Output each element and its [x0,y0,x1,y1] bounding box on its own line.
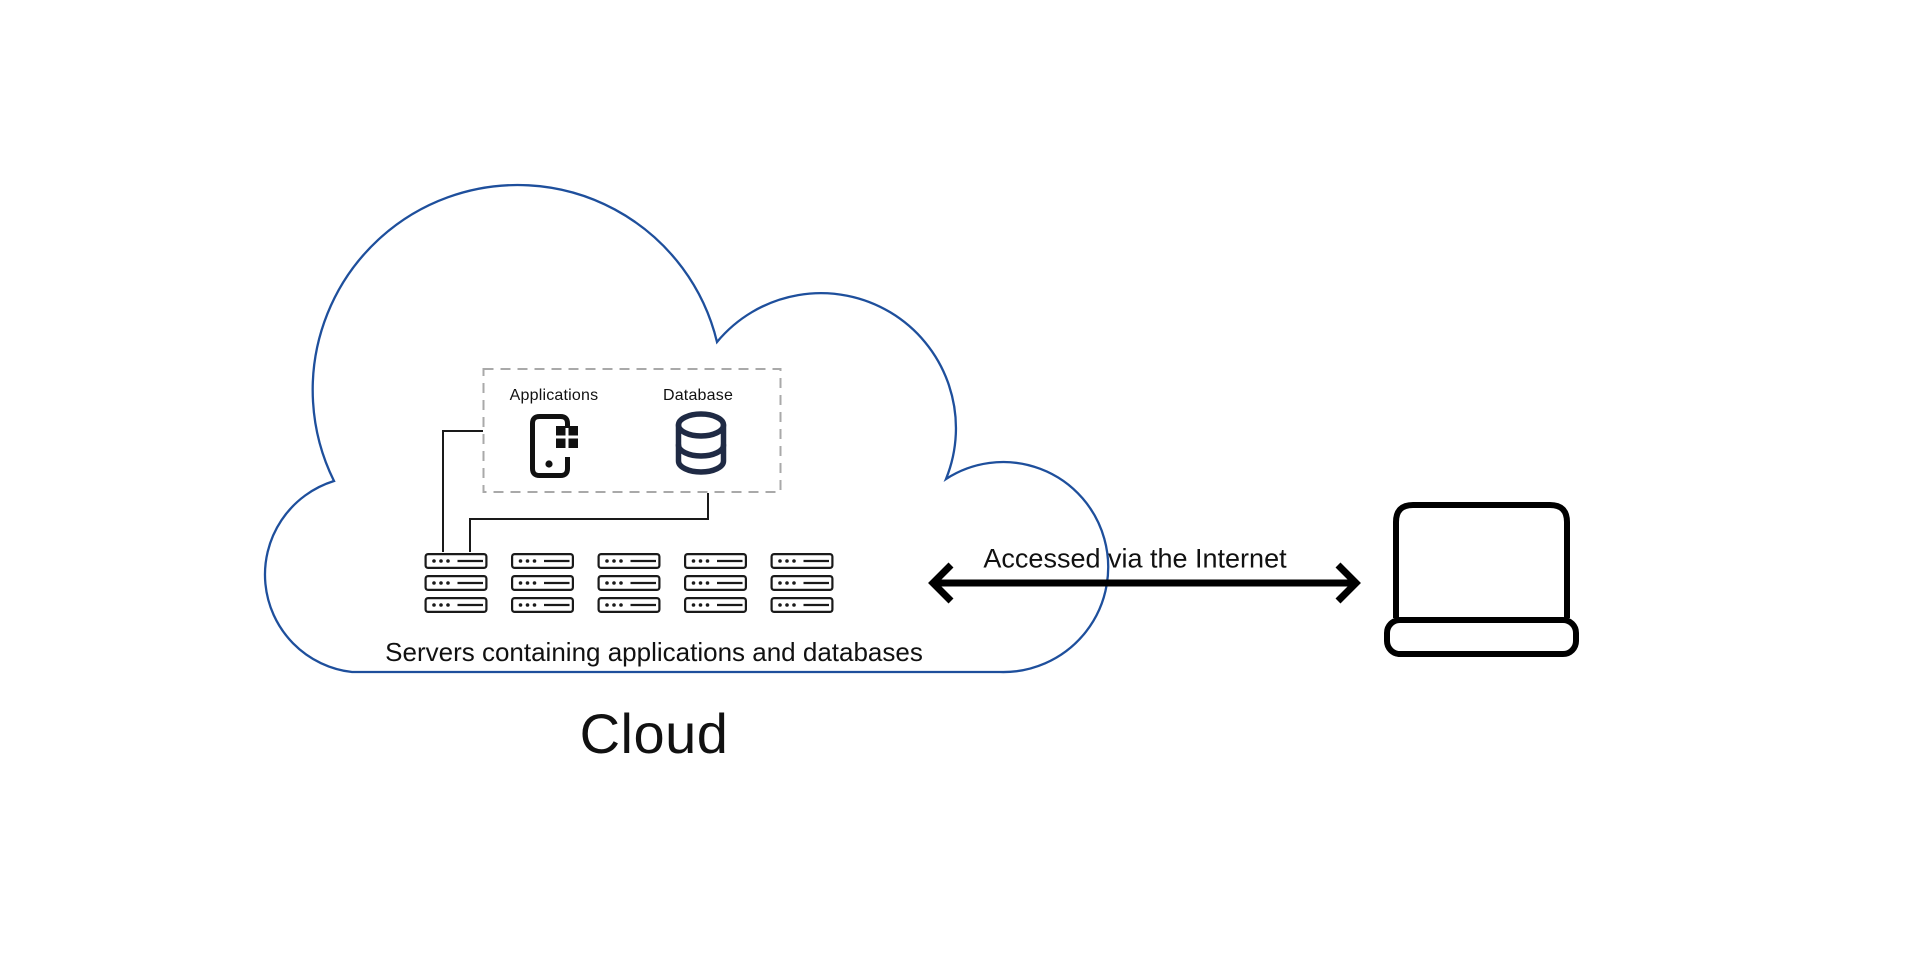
server-unit [770,596,834,613]
laptop-screen [1393,502,1570,618]
laptop-base [1384,617,1579,657]
server-unit [683,574,747,591]
connector-applications-to-servers [442,430,483,552]
server-unit [597,552,661,569]
server-unit [424,596,488,613]
database-label: Database [662,387,734,404]
server-unit [770,552,834,569]
server-unit [510,596,574,613]
server-unit [510,574,574,591]
server-unit [424,574,488,591]
connector-database-to-servers [469,493,709,552]
server-unit [770,574,834,591]
applications-icon [530,414,578,478]
cloud-shape [263,183,1110,674]
internet-arrow-label: Accessed via the Internet [983,543,1287,574]
server-unit [510,552,574,569]
arrowhead-left [928,562,954,604]
servers-caption: Servers containing applications and data… [385,637,923,667]
server-grid [424,552,834,613]
database-icon [675,411,727,475]
cloud-title: Cloud [579,702,729,765]
internet-arrow [928,562,1361,604]
server-unit [597,596,661,613]
applications-label: Applications [509,387,599,404]
server-unit [424,552,488,569]
server-unit [683,552,747,569]
server-unit [683,596,747,613]
arrowhead-right [1335,562,1361,604]
server-unit [597,574,661,591]
laptop-icon [1384,502,1579,657]
resources-box [482,368,782,493]
